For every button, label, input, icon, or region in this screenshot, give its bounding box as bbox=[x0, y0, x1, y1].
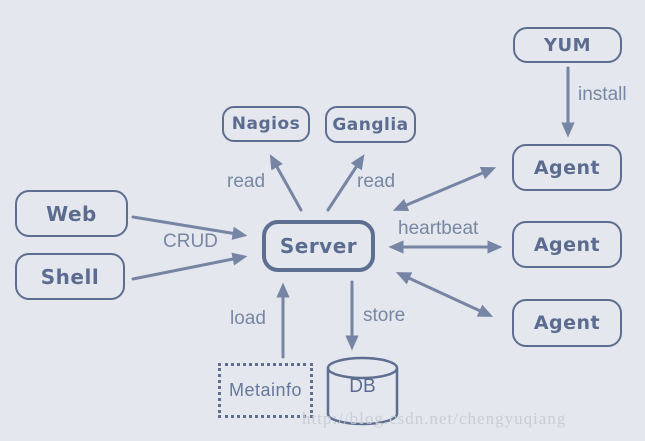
node-shell: Shell bbox=[15, 253, 125, 300]
node-nagios: Nagios bbox=[222, 106, 310, 142]
edge-label-heartbeat: heartbeat bbox=[398, 218, 479, 239]
node-agent-2: Agent bbox=[512, 221, 622, 268]
edge-label-read-left: read bbox=[227, 171, 266, 192]
node-server: Server bbox=[262, 220, 375, 272]
node-db-label: DB bbox=[349, 376, 376, 397]
edge-label-read-right: read bbox=[357, 171, 396, 192]
edge-server-nagios-arrow bbox=[269, 154, 303, 212]
edge-web-server-arrow bbox=[131, 215, 248, 240]
edge-label-load: load bbox=[230, 308, 266, 329]
node-yum: YUM bbox=[513, 27, 622, 63]
watermark-text: http://blog.csdn.net/chengyuqiang bbox=[302, 409, 567, 428]
edge-label-store: store bbox=[363, 305, 406, 326]
node-agent-1: Agent bbox=[512, 144, 622, 191]
edge-label-install: install bbox=[578, 84, 627, 105]
edge-label-crud: CRUD bbox=[163, 231, 218, 252]
edge-server-agent3-arrow bbox=[395, 272, 494, 317]
db-cylinder-shape bbox=[326, 356, 399, 426]
edge-server-ganglia-arrow bbox=[326, 154, 365, 212]
node-metainfo: Metainfo bbox=[218, 363, 313, 418]
edge-shell-server-arrow bbox=[131, 252, 248, 281]
node-web: Web bbox=[15, 190, 128, 237]
node-ganglia: Ganglia bbox=[325, 106, 416, 143]
node-agent-3: Agent bbox=[512, 299, 622, 347]
edge-server-agent1-arrow bbox=[392, 166, 497, 212]
